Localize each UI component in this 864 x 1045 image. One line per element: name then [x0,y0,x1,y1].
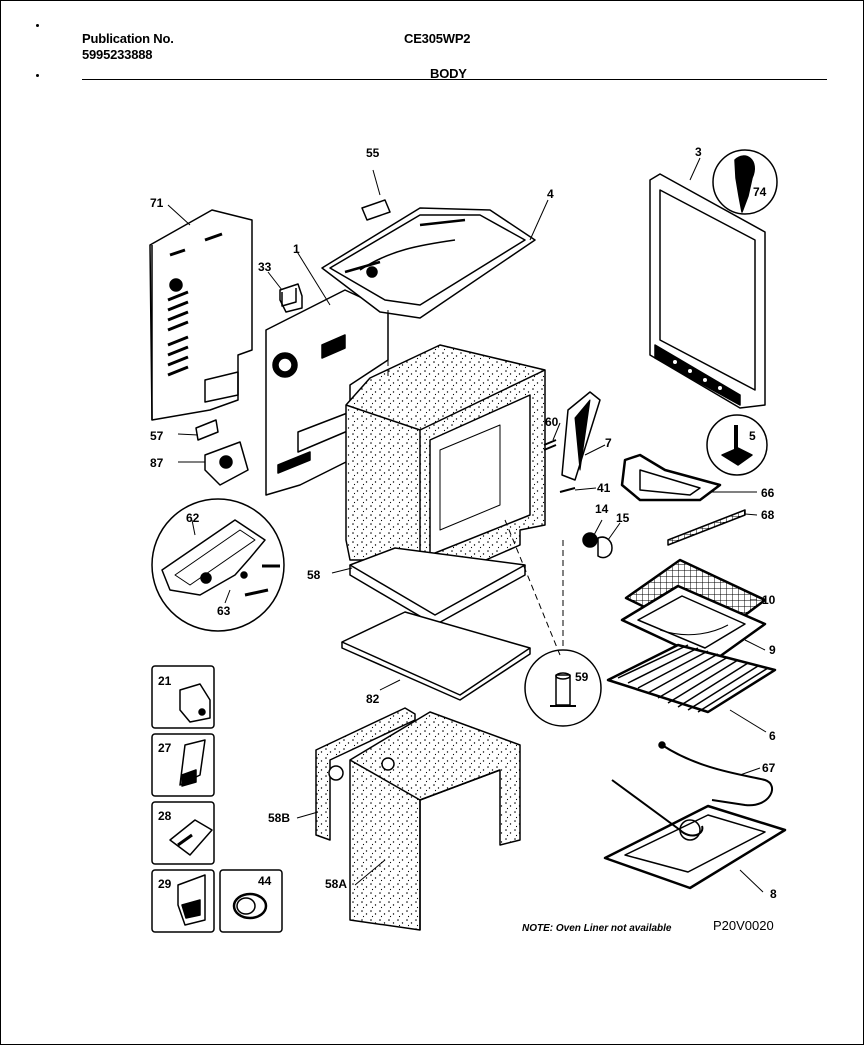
callout-6: 6 [769,729,776,743]
callout-66: 66 [761,486,775,500]
callout-21: 21 [158,674,172,688]
oven-rack-6 [606,643,777,714]
part-box-21 [151,665,215,729]
callout-3: 3 [695,145,702,159]
bake-element-66 [620,453,722,502]
header-rule [82,79,827,80]
callout-14: 14 [595,502,609,516]
publication-number: 5995233888 [82,47,153,62]
callout-4: 4 [547,187,554,201]
part-box-27 [151,733,215,797]
bracket-33 [279,283,303,313]
pin-41 [559,487,576,493]
callout-55: 55 [366,146,380,160]
callout-62: 62 [186,511,200,525]
detail-circle-74 [712,149,778,215]
margin-mark [36,24,39,27]
detail-circle-62-63 [151,498,285,632]
callout-41: 41 [597,481,611,495]
callout-58A: 58A [325,877,347,891]
wire-harness-67 [658,741,774,807]
callout-58B: 58B [268,811,290,825]
callout-9: 9 [769,643,776,657]
side-panel-71 [149,209,253,421]
callout-15: 15 [616,511,630,525]
door-frame-3 [649,173,766,409]
strip-68 [667,509,746,546]
part-box-29 [151,869,215,933]
part-box-28 [151,801,215,865]
callout-5: 5 [749,429,756,443]
callout-60: 60 [545,415,559,429]
hinge-60-7 [543,391,601,481]
oven-cavity [345,344,546,593]
callout-27: 27 [158,741,172,755]
callout-82: 82 [366,692,380,706]
light-14-15 [582,532,613,559]
callout-67: 67 [762,761,776,775]
callout-63: 63 [217,604,231,618]
callout-71: 71 [150,196,164,210]
part-57-87 [195,419,249,486]
part-box-44 [219,869,283,933]
clip-55 [361,169,391,221]
leader-lines [167,157,767,893]
detail-circle-5 [706,414,768,476]
callout-44: 44 [258,874,272,888]
callout-58: 58 [307,568,321,582]
margin-mark [36,74,39,77]
callout-1: 1 [293,242,300,256]
floor-plate-82 [341,611,531,701]
callout-59: 59 [575,670,589,684]
detail-circle-59 [524,649,602,727]
callout-57: 57 [150,429,164,443]
figure-code: P20V0020 [713,918,774,933]
callout-labels: 71 33 1 55 4 3 74 57 87 60 7 5 41 66 68 … [150,145,777,901]
callout-8: 8 [770,887,777,901]
callout-29: 29 [158,877,172,891]
publication-label: Publication No. [82,31,174,46]
callout-33: 33 [258,260,272,274]
section-title: BODY [430,66,467,81]
bottom-panel-58 [349,547,526,626]
top-frame-4 [321,207,536,319]
callout-74: 74 [753,185,767,199]
model-number: CE305WP2 [404,31,471,46]
insulation-cover-58A [349,711,521,931]
callout-28: 28 [158,809,172,823]
assembly-lines [387,310,564,656]
rear-panel-1 [265,289,389,496]
liner-note: NOTE: Oven Liner not available [522,923,672,934]
bottom-tray-8 [603,779,787,890]
callout-7: 7 [605,436,612,450]
callout-68: 68 [761,508,775,522]
callout-10: 10 [762,593,776,607]
callout-87: 87 [150,456,164,470]
side-piece-58B [315,707,416,841]
